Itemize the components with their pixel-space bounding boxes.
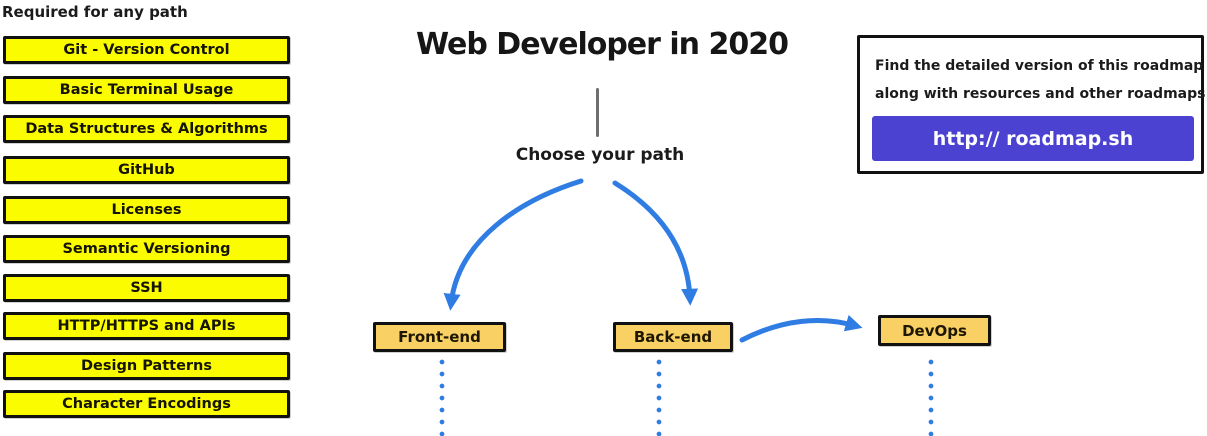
choose-your-path-label: Choose your path <box>515 145 685 165</box>
topic-node-git[interactable]: Git - Version Control <box>3 36 290 64</box>
arrow-choose-to-backend <box>612 180 699 306</box>
topic-node-github[interactable]: GitHub <box>3 156 290 184</box>
topic-node-semantic-versioning[interactable]: Semantic Versioning <box>3 235 290 263</box>
topic-node-ssh[interactable]: SSH <box>3 274 290 302</box>
title-connector-line <box>596 88 599 137</box>
dotted-continuation-backend <box>656 358 662 436</box>
topic-node-licenses[interactable]: Licenses <box>3 196 290 224</box>
topic-node-character-encodings[interactable]: Character Encodings <box>3 390 290 418</box>
dotted-continuation-frontend <box>439 358 445 436</box>
info-text-line2: along with resources and other roadmaps <box>875 86 1206 102</box>
topic-node-data-structures-algorithms[interactable]: Data Structures & Algorithms <box>3 115 290 143</box>
arrow-choose-to-frontend <box>443 178 584 311</box>
path-node-devops[interactable]: DevOps <box>878 315 991 346</box>
roadmap-title: Web Developer in 2020 <box>416 27 789 62</box>
info-box: Find the detailed version of this roadma… <box>857 35 1206 174</box>
arrow-backend-to-devops <box>739 314 863 343</box>
topic-node-http-https-apis[interactable]: HTTP/HTTPS and APIs <box>3 312 290 340</box>
path-arrows <box>443 178 863 343</box>
dotted-continuation-devops <box>928 358 934 436</box>
path-node-frontend[interactable]: Front-end <box>373 322 506 352</box>
topic-node-basic-terminal-usage[interactable]: Basic Terminal Usage <box>3 76 290 104</box>
info-text-line1: Find the detailed version of this roadma… <box>875 58 1204 74</box>
path-node-backend[interactable]: Back-end <box>613 322 733 352</box>
roadmap-url-button[interactable]: http:// roadmap.sh <box>872 116 1194 161</box>
topic-node-design-patterns[interactable]: Design Patterns <box>3 352 290 380</box>
required-for-any-path-header: Required for any path <box>2 3 188 21</box>
